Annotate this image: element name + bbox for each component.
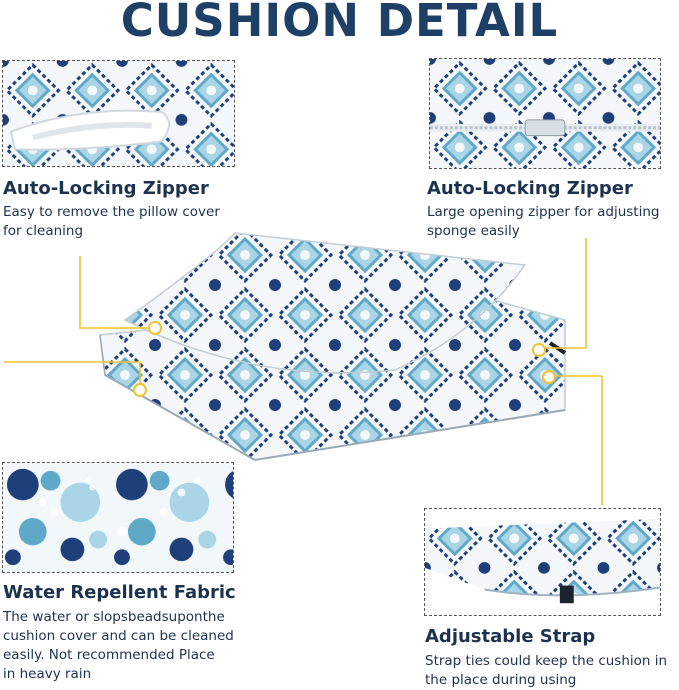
callout-heading-fabric: Water Repellent Fabric — [3, 582, 236, 603]
callout-desc-zipper-left: Easy to remove the pillow cover for clea… — [3, 203, 220, 241]
callout-desc-fabric: The water or slopsbeadsuponthe cushion c… — [3, 608, 234, 684]
callout-heading-zipper-right: Auto-Locking Zipper — [427, 178, 633, 199]
strap-detail-photo — [424, 508, 661, 616]
callout-heading-zipper-left: Auto-Locking Zipper — [3, 178, 209, 199]
cushion-product-image — [99, 232, 567, 462]
desc-line: sponge easily — [427, 223, 520, 239]
page-title: CUSHION DETAIL — [120, 0, 559, 47]
callout-heading-strap: Adjustable Strap — [425, 626, 596, 647]
desc-line: The water or slopsbeadsuponthe — [3, 609, 225, 625]
desc-line: in heavy rain — [3, 666, 92, 682]
zipper-detail-photo-left — [2, 60, 235, 167]
desc-line: Easy to remove the pillow cover — [3, 204, 220, 220]
desc-line: cushion cover and can be cleaned — [3, 628, 234, 644]
callout-desc-zipper-right: Large opening zipper for adjusting spong… — [427, 203, 659, 241]
desc-line: Large opening zipper for adjusting — [427, 204, 660, 220]
zipper-detail-photo-right — [429, 58, 661, 169]
desc-line: the place during using — [425, 672, 577, 688]
pillow — [123, 232, 527, 374]
desc-line: for cleaning — [3, 223, 84, 239]
callout-desc-strap: Strap ties could keep the cushion in the… — [425, 652, 667, 690]
desc-line: Strap ties could keep the cushion in — [425, 653, 668, 669]
desc-line: easily. Not recommended Place — [3, 647, 215, 663]
fabric-detail-photo — [2, 462, 234, 573]
